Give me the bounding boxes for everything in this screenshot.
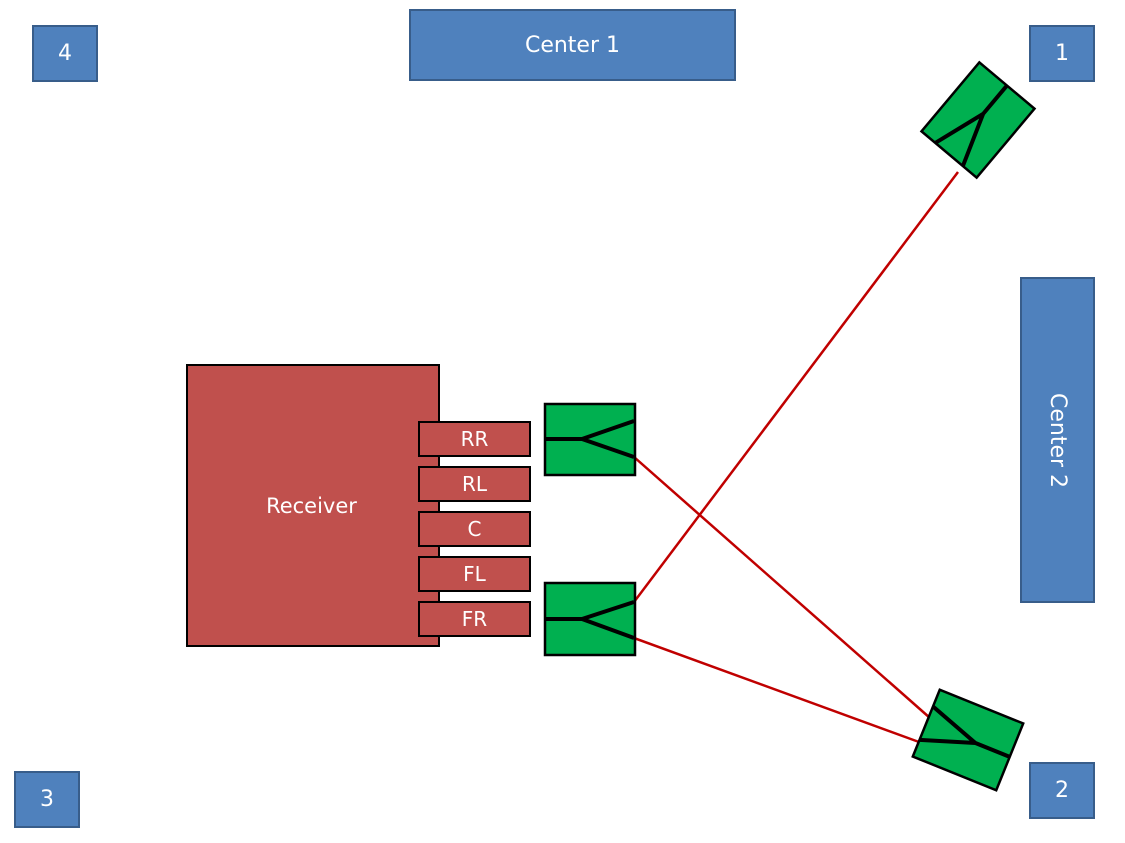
splitter-corner-1 <box>919 60 1037 180</box>
splitter-corner-2 <box>911 688 1025 792</box>
corner-2-block: 2 <box>1029 762 1095 819</box>
corner-4-block: 4 <box>32 25 98 82</box>
receiver-label: Receiver <box>266 493 357 518</box>
center-1-block: Center 1 <box>409 9 736 81</box>
port-rr: RR <box>418 421 531 457</box>
wire-rr-to-2 <box>633 456 931 719</box>
corner-1-block: 1 <box>1029 25 1095 82</box>
port-fl: FL <box>418 556 531 592</box>
wire-fr-to-1 <box>633 171 959 603</box>
port-rl: RL <box>418 466 531 502</box>
center-2-block: Center 2 <box>1020 277 1095 603</box>
receiver: Receiver <box>186 364 440 647</box>
wire-fr-to-2 <box>633 636 920 744</box>
port-fr: FR <box>418 601 531 637</box>
splitter-rr <box>543 402 637 477</box>
port-c: C <box>418 511 531 547</box>
splitter-fr <box>543 581 637 657</box>
corner-3-block: 3 <box>14 771 80 828</box>
